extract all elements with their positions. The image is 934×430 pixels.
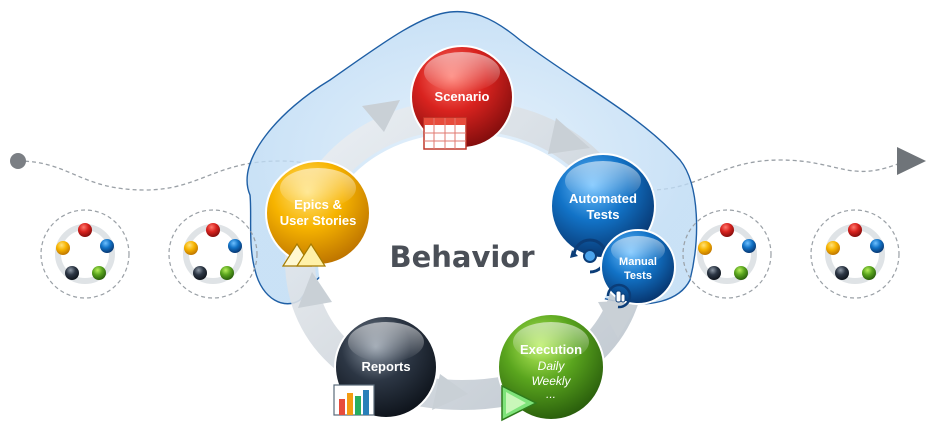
triangles-icon	[281, 242, 327, 267]
node-automated-line1: Automated	[569, 191, 637, 206]
bar-chart-icon	[333, 384, 375, 416]
arrow-head-4	[298, 272, 332, 308]
node-manual-line1: Manual	[619, 256, 657, 268]
node-execution-more: ...	[546, 387, 556, 401]
arrow-head-2	[598, 300, 640, 338]
arrow-head-1	[548, 118, 590, 154]
timeline-wave	[17, 159, 906, 191]
node-reports[interactable]: Reports	[333, 315, 438, 419]
node-execution[interactable]: Execution Daily Weekly ...	[497, 313, 605, 422]
node-reports-label: Reports	[361, 359, 410, 374]
arrow-head-3	[432, 374, 468, 410]
mini-cycle-3	[682, 209, 772, 299]
node-execution-daily: Daily	[538, 359, 566, 373]
node-scenario[interactable]: Scenario	[410, 45, 514, 150]
timeline-end-arrow	[897, 147, 926, 175]
center-title: Behavior	[389, 240, 535, 274]
gear-icon	[570, 238, 608, 274]
node-epics-line2: User Stories	[280, 213, 357, 228]
table-icon	[423, 117, 467, 150]
mini-cycle-4	[810, 209, 900, 299]
node-epics[interactable]: Epics & User Stories	[265, 160, 371, 267]
arrow-head-5	[362, 100, 400, 132]
timeline	[10, 147, 926, 191]
node-epics-line1: Epics &	[294, 197, 342, 212]
node-manual-line2: Tests	[624, 270, 652, 282]
mini-cycle-1	[40, 209, 130, 299]
node-automated-line2: Tests	[587, 207, 620, 222]
node-execution-title: Execution	[520, 342, 582, 357]
node-scenario-label: Scenario	[435, 89, 490, 104]
hand-pointer-icon	[606, 283, 632, 309]
node-execution-weekly: Weekly	[531, 374, 571, 388]
mini-cycle-2	[168, 209, 258, 299]
play-icon	[501, 384, 538, 422]
node-manual-tests[interactable]: Manual Tests	[600, 229, 676, 309]
timeline-start-dot	[10, 153, 26, 169]
